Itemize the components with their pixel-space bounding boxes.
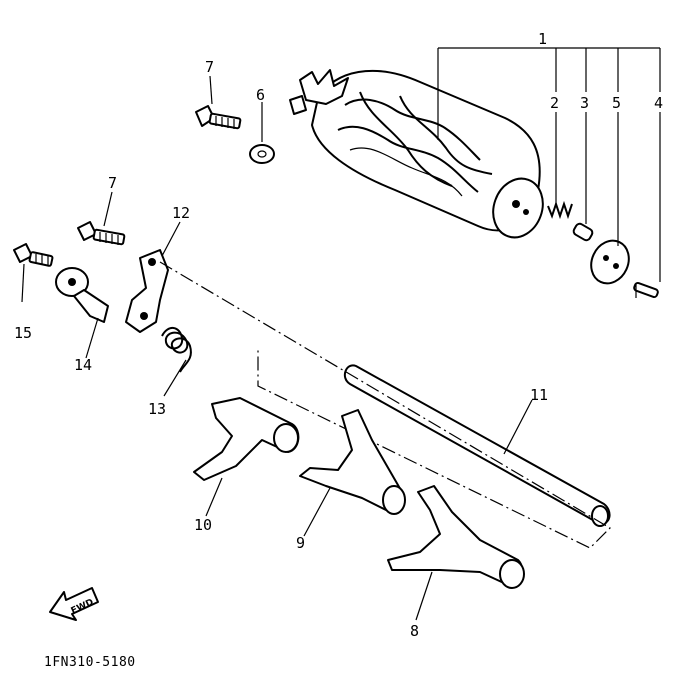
callout-8: 8 — [410, 622, 419, 640]
stopper-plate — [590, 239, 630, 285]
callout-6: 6 — [256, 86, 265, 104]
diagram-reference-code: 1FN310-5180 — [44, 655, 136, 670]
callout-4: 4 — [654, 94, 663, 112]
drum-spring — [547, 200, 573, 220]
drum-pin — [572, 222, 594, 242]
callout-7-upper: 7 — [205, 58, 214, 76]
shift-fork-middle — [299, 409, 406, 515]
bolt-upper — [195, 105, 242, 130]
shift-fork-right — [387, 485, 525, 589]
stopper-lever — [125, 249, 169, 333]
callout-12: 12 — [172, 204, 190, 222]
bolt-middle — [77, 221, 126, 246]
alignment-dash-line — [159, 261, 611, 549]
torsion-spring — [161, 327, 192, 373]
callout-11: 11 — [530, 386, 548, 404]
callout-14: 14 — [74, 356, 92, 374]
plate-screw — [633, 281, 659, 299]
washer — [249, 144, 275, 164]
callout-5: 5 — [612, 94, 621, 112]
callout-10: 10 — [194, 516, 212, 534]
callout-7-lower: 7 — [108, 174, 117, 192]
callout-2: 2 — [550, 94, 559, 112]
callout-1: 1 — [538, 30, 547, 48]
callout-13: 13 — [148, 400, 166, 418]
shift-fork-left — [193, 397, 300, 481]
bolt-lower — [13, 243, 54, 267]
shift-arm — [55, 267, 109, 323]
callout-3: 3 — [580, 94, 589, 112]
callout-line-1-bracket — [437, 47, 661, 140]
shift-drum — [289, 69, 544, 239]
guide-bar — [343, 364, 611, 527]
callout-15: 15 — [14, 324, 32, 342]
callout-9: 9 — [296, 534, 305, 552]
forward-direction-arrow: FWD — [49, 587, 99, 621]
